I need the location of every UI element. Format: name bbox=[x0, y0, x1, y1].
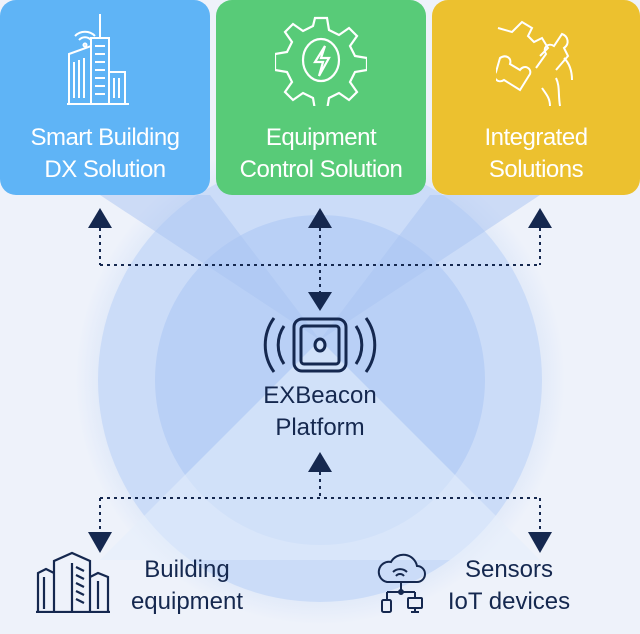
buildings-icon bbox=[36, 551, 110, 613]
card-smart-building[interactable]: Smart Building DX Solution bbox=[0, 0, 210, 195]
platform-title: EXBeacon bbox=[263, 382, 377, 409]
sensors-iot-label: Sensors IoT devices bbox=[430, 554, 588, 618]
building-equipment-label: Building equipment bbox=[112, 554, 262, 618]
arrow-down-icon bbox=[308, 292, 332, 311]
cone-top-left bbox=[100, 195, 320, 340]
beacon-icon bbox=[260, 314, 380, 376]
sensors-iot-line2: IoT devices bbox=[447, 588, 571, 615]
puzzle-hands-icon bbox=[496, 18, 576, 110]
card-title-line1: Integrated bbox=[484, 124, 588, 151]
card-title-line2: Control Solution bbox=[239, 156, 403, 183]
sensors-iot-line1: Sensors bbox=[464, 556, 554, 583]
arrow-up-icon bbox=[308, 208, 332, 228]
connector-lines bbox=[99, 228, 541, 532]
card-integrated-solutions[interactable]: Integrated Solutions bbox=[432, 0, 640, 195]
arrowheads bbox=[88, 208, 552, 553]
building-equipment-line1: Building bbox=[144, 556, 230, 583]
building-equipment-line2: equipment bbox=[130, 588, 244, 615]
arrow-up-icon bbox=[88, 208, 112, 228]
arrow-up-icon bbox=[308, 452, 332, 472]
card-title-line2: DX Solution bbox=[44, 156, 166, 183]
cone-bottom bbox=[100, 340, 540, 560]
cone-top-right bbox=[320, 195, 540, 340]
platform-label: EXBeacon Platform bbox=[220, 380, 420, 444]
card-title-line2: Solutions bbox=[488, 156, 584, 183]
arrow-up-icon bbox=[528, 208, 552, 228]
gear-lightning-icon bbox=[275, 14, 367, 106]
card-equipment-control[interactable]: Equipment Control Solution bbox=[216, 0, 426, 195]
smart-building-icon bbox=[65, 12, 145, 107]
platform-subtitle: Platform bbox=[275, 414, 365, 441]
card-title-line1: Equipment bbox=[265, 124, 377, 151]
card-title-line1: Smart Building bbox=[30, 124, 180, 151]
arrow-down-icon bbox=[88, 532, 112, 553]
cloud-network-icon bbox=[375, 552, 427, 614]
arrow-down-icon bbox=[528, 532, 552, 553]
